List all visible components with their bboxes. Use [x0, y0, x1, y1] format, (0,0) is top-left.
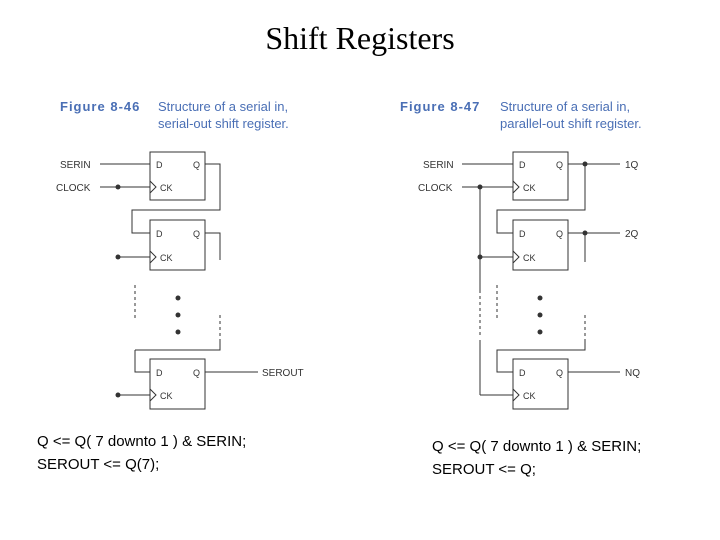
figure-8-46-number: Figure 8-46	[60, 99, 140, 114]
figure-8-47-output-nq: NQ	[625, 368, 640, 379]
ff-q-pin: Q	[193, 160, 200, 170]
code-block-left: Q <= Q( 7 downto 1 ) & SERIN; SEROUT <= Q…	[37, 430, 246, 476]
figure-8-47-ff-last: D Q CK	[512, 358, 569, 410]
ff-ck-pin: CK	[523, 253, 536, 263]
code-right-line2: SEROUT <= Q;	[432, 461, 536, 478]
figure-8-47-clock-label: CLOCK	[418, 183, 453, 194]
ff-d-pin: D	[519, 229, 526, 239]
ff-d-pin: D	[156, 229, 163, 239]
ff-ck-pin: CK	[523, 183, 536, 193]
figure-8-47-ff-2: D Q CK	[512, 219, 569, 271]
figure-8-46-serin-label: SERIN	[60, 160, 91, 171]
code-right-line1: Q <= Q( 7 downto 1 ) & SERIN;	[432, 438, 642, 455]
ff-q-pin: Q	[556, 160, 563, 170]
figure-8-46: Figure 8-46 Structure of a serial in, se…	[56, 99, 304, 410]
ff-d-pin: D	[519, 368, 526, 378]
ff-d-pin: D	[156, 160, 163, 170]
ff-q-pin: Q	[556, 368, 563, 378]
code-block-right: Q <= Q( 7 downto 1 ) & SERIN; SEROUT <= Q…	[432, 435, 641, 481]
ff-ck-pin: CK	[523, 391, 536, 401]
figure-8-47-caption-line2: parallel-out shift register.	[500, 116, 642, 131]
figure-8-46-ff-2: D Q CK	[149, 219, 206, 271]
figure-8-46-ff-1: D Q CK	[149, 151, 206, 201]
ff-d-pin: D	[156, 368, 163, 378]
figure-8-47: Figure 8-47 Structure of a serial in, pa…	[400, 99, 642, 410]
figure-8-46-serout-label: SEROUT	[262, 368, 304, 379]
ff-ck-pin: CK	[160, 253, 173, 263]
figure-8-47-wires	[462, 163, 620, 396]
figure-8-47-output-2q: 2Q	[625, 229, 639, 240]
figure-8-47-output-1q: 1Q	[625, 160, 639, 171]
ff-q-pin: Q	[193, 229, 200, 239]
figure-8-46-caption-line1: Structure of a serial in,	[158, 99, 288, 114]
ff-q-pin: Q	[556, 229, 563, 239]
figure-8-46-caption-line2: serial-out shift register.	[158, 116, 289, 131]
figure-8-47-ff-1: D Q CK	[512, 151, 569, 201]
figure-8-47-number: Figure 8-47	[400, 99, 480, 114]
figure-8-47-serin-label: SERIN	[423, 160, 454, 171]
figure-8-47-junctions	[477, 161, 588, 335]
code-left-line2: SEROUT <= Q(7);	[37, 456, 160, 473]
figure-8-46-wires	[100, 163, 258, 396]
slide-title: Shift Registers	[265, 20, 455, 56]
figure-8-46-junctions	[115, 184, 181, 398]
figure-8-46-ff-last: D Q CK	[149, 358, 206, 410]
figure-8-46-clock-label: CLOCK	[56, 183, 91, 194]
ff-d-pin: D	[519, 160, 526, 170]
ff-ck-pin: CK	[160, 183, 173, 193]
figure-8-47-caption-line1: Structure of a serial in,	[500, 99, 630, 114]
code-left-line1: Q <= Q( 7 downto 1 ) & SERIN;	[37, 433, 247, 450]
ff-ck-pin: CK	[160, 391, 173, 401]
ff-q-pin: Q	[193, 368, 200, 378]
